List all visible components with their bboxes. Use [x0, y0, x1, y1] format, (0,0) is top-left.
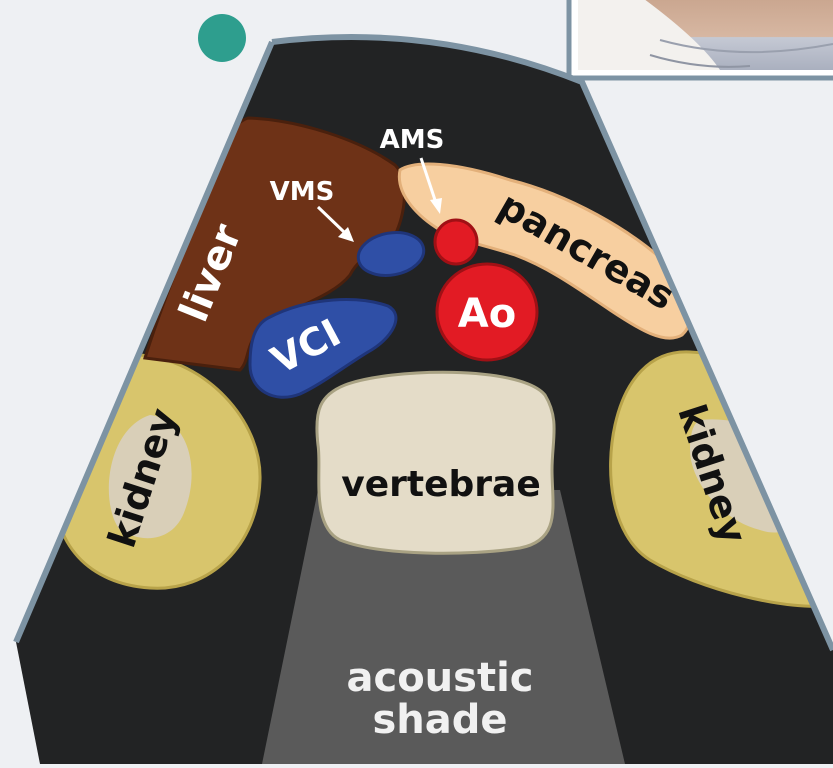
aorta-shape — [435, 262, 539, 362]
vci-shape — [248, 298, 398, 399]
ams-arrow — [419, 157, 442, 214]
vertebrae-label: vertebrae — [341, 464, 541, 505]
acoustic-shade-label-line1: acoustic — [346, 655, 533, 701]
acoustic-shade-label-line2: shade — [372, 697, 507, 743]
acoustic-shadow — [262, 490, 625, 764]
scan-border-left — [13, 40, 275, 644]
teal-dot-marker — [198, 14, 246, 62]
ams-label: AMS — [380, 125, 445, 155]
aorta-label: Ao — [458, 291, 516, 337]
scan-border-top — [271, 34, 833, 652]
probe-photo-thumbnail — [566, 0, 833, 81]
vertebrae-shape — [315, 370, 556, 555]
vms-shape — [356, 231, 426, 277]
vms-arrow — [316, 205, 354, 242]
ams-shape — [433, 218, 479, 266]
vms-label: VMS — [270, 177, 335, 207]
